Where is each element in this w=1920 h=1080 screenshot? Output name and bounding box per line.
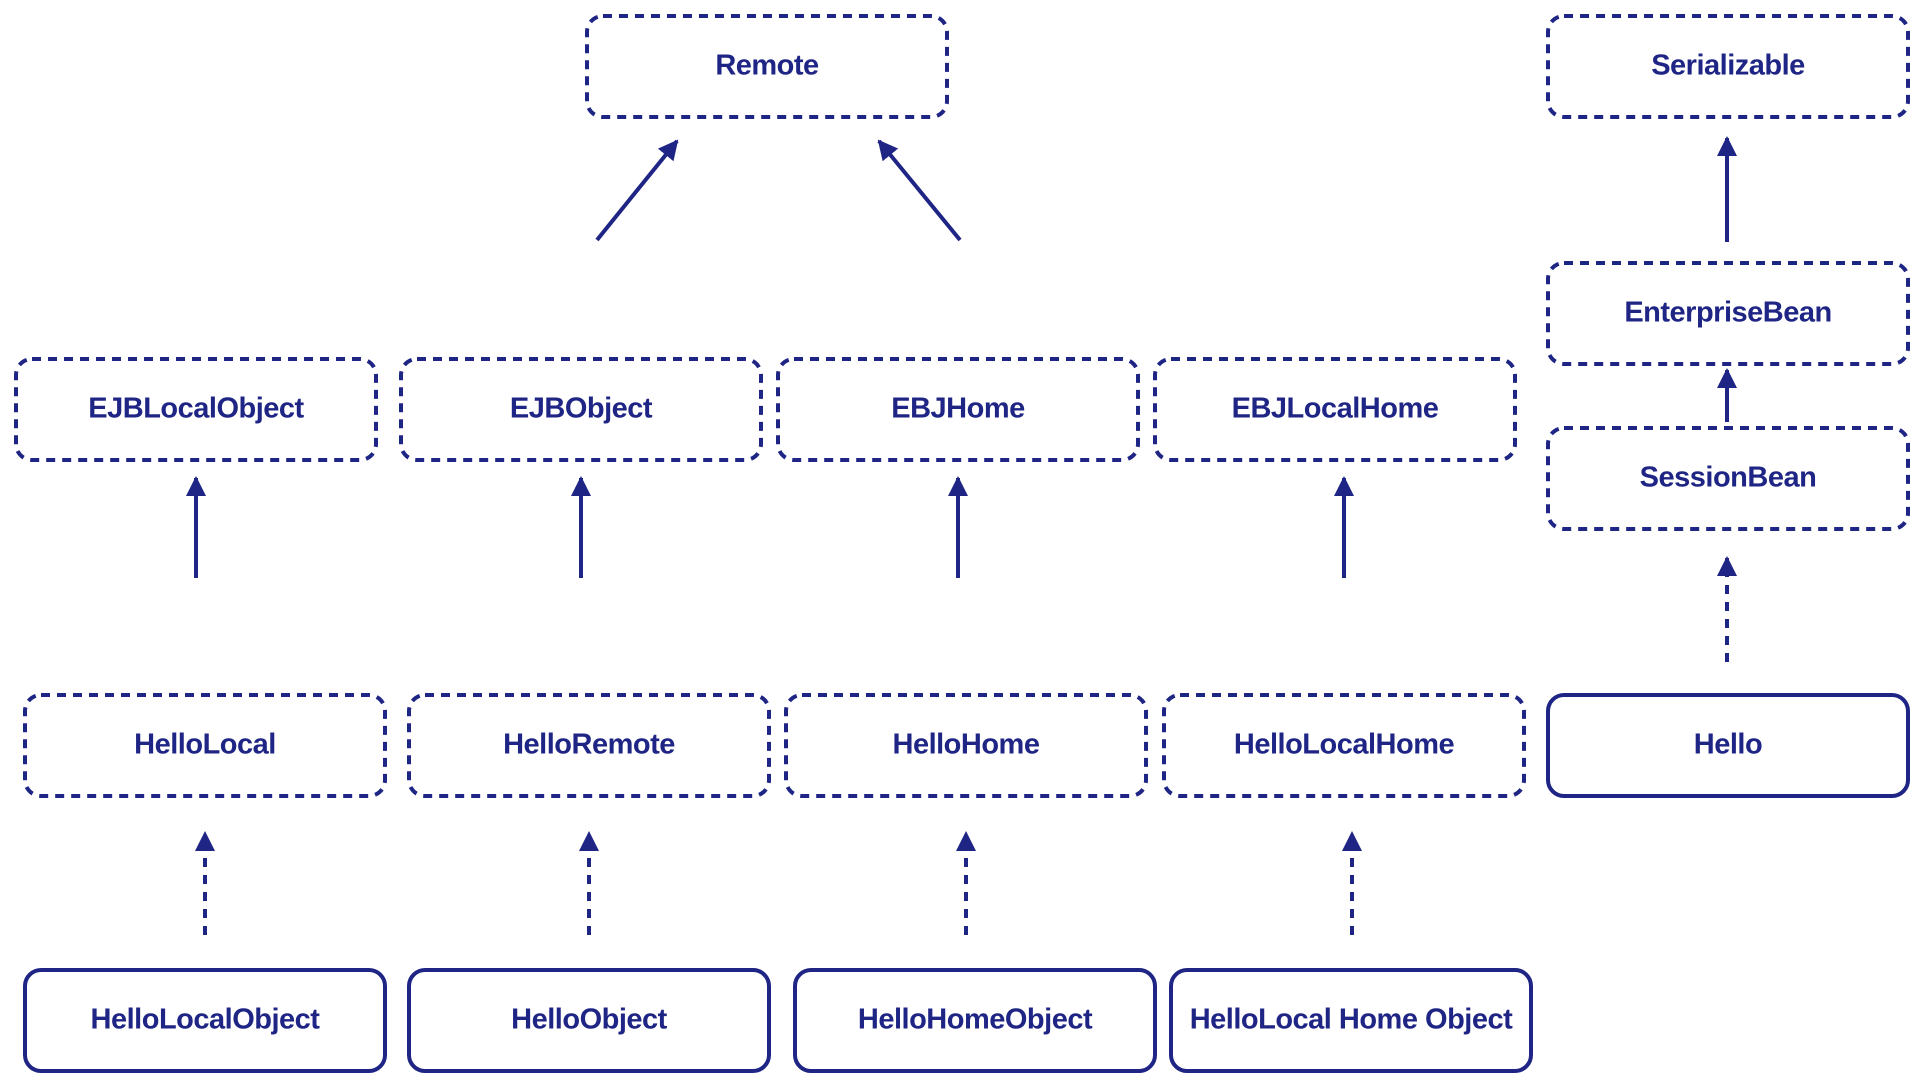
node-label-hello: Hello <box>1694 729 1762 761</box>
node-session-bean: SessionBean <box>1546 426 1910 531</box>
node-hello-remote: HelloRemote <box>407 693 771 798</box>
edge-ejbobject-to-remote <box>595 139 679 242</box>
node-label-hello-local-home: HelloLocalHome <box>1234 729 1455 761</box>
nodes: Remote Serializable EnterpriseBean Sessi… <box>14 14 1910 1073</box>
node-enterprise-bean: EnterpriseBean <box>1546 261 1910 366</box>
node-hello-local: HelloLocal <box>23 693 387 798</box>
node-hello: Hello <box>1546 693 1910 798</box>
node-label-ejb-object: EJBObject <box>510 393 653 425</box>
node-label-ejb-local-object: EJBLocalObject <box>88 393 304 425</box>
node-label-hello-remote: HelloRemote <box>503 729 675 761</box>
node-label-session-bean: SessionBean <box>1640 462 1817 494</box>
edges <box>186 136 1737 935</box>
node-hello-local-home-object: HelloLocal Home Object <box>1169 968 1533 1073</box>
node-label-ebj-local-home: EBJLocalHome <box>1232 393 1439 425</box>
node-remote: Remote <box>585 14 949 119</box>
node-ejb-local-object: EJBLocalObject <box>14 357 378 462</box>
node-hello-local-home: HelloLocalHome <box>1162 693 1526 798</box>
node-label-remote: Remote <box>715 50 819 82</box>
node-label-enterprise-bean: EnterpriseBean <box>1624 297 1831 329</box>
edge-ebjhome-to-remote <box>877 139 962 242</box>
node-hello-object: HelloObject <box>407 968 771 1073</box>
node-label-serializable: Serializable <box>1651 50 1805 82</box>
node-hello-home-object: HelloHomeObject <box>793 968 1157 1073</box>
node-label-hello-home-object: HelloHomeObject <box>858 1004 1093 1036</box>
node-label-hello-local-home-object: HelloLocal Home Object <box>1190 1004 1513 1036</box>
node-label-ebj-home: EBJHome <box>891 393 1025 425</box>
node-hello-home: HelloHome <box>784 693 1148 798</box>
node-hello-local-object: HelloLocalObject <box>23 968 387 1073</box>
node-ejb-object: EJBObject <box>399 357 763 462</box>
node-label-hello-local: HelloLocal <box>134 729 276 761</box>
node-ebj-local-home: EBJLocalHome <box>1153 357 1517 462</box>
node-serializable: Serializable <box>1546 14 1910 119</box>
node-label-hello-local-object: HelloLocalObject <box>91 1004 321 1036</box>
node-label-hello-home: HelloHome <box>893 729 1040 761</box>
node-label-hello-object: HelloObject <box>511 1004 667 1036</box>
node-ebj-home: EBJHome <box>776 357 1140 462</box>
